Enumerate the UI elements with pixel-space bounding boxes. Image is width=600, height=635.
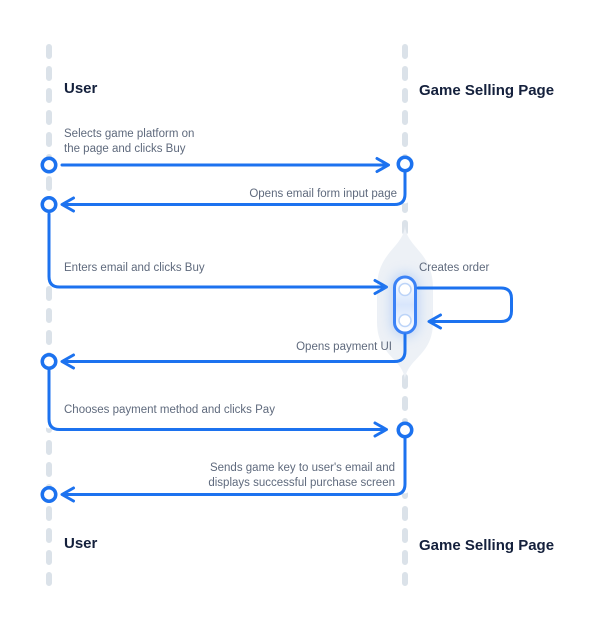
arrowhead-left-icon: [427, 313, 442, 330]
activation-node-bottom: [398, 313, 412, 328]
message-label-sends-game-key: Sends game key to user's email and displ…: [208, 462, 395, 489]
message-label-opens-payment-ui: Opens payment UI: [296, 341, 392, 353]
arrow-shaft: [416, 286, 513, 323]
arrow-shaft: [47, 368, 386, 431]
actor-label-user-top: User: [64, 80, 98, 97]
endpoint-node: [396, 155, 414, 173]
arrowhead-right-icon: [373, 279, 388, 295]
message-label-enters-email: Enters email and clicks Buy: [64, 262, 205, 274]
message-arrow-sends-game-key: [40, 437, 407, 503]
arrowhead-right-icon: [373, 421, 388, 438]
endpoint-node: [40, 196, 58, 213]
actor-label-page-top: Game Selling Page: [419, 82, 555, 99]
actor-label-user-bottom: User: [64, 535, 98, 552]
message-label-opens-email-form: Opens email form input page: [249, 188, 397, 200]
arrow-shaft: [64, 437, 407, 496]
arrowhead-right-icon: [375, 157, 390, 173]
arrow-shaft: [47, 212, 386, 289]
endpoint-node: [40, 156, 58, 174]
message-label-chooses-payment: Chooses payment method and clicks Pay: [64, 404, 275, 416]
arrowhead-left-icon: [60, 486, 75, 503]
endpoint-node: [40, 353, 58, 370]
message-arrow-creates-order: [416, 286, 513, 330]
message-label-creates-order: Creates order: [419, 262, 490, 274]
endpoint-node: [40, 486, 58, 503]
actor-label-page-bottom: Game Selling Page: [419, 537, 555, 554]
arrowhead-left-icon: [60, 353, 75, 370]
arrowhead-left-icon: [60, 196, 75, 213]
endpoint-node: [396, 421, 414, 439]
message-label-select-platform: Selects game platform on the page and cl…: [64, 128, 195, 155]
message-arrow-select-platform: [40, 155, 414, 174]
message-arrow-opens-email-form: [40, 171, 407, 213]
message-arrow-chooses-payment: [47, 368, 414, 439]
activation-node-top: [398, 282, 412, 297]
arrow-shaft: [64, 333, 407, 363]
message-arrow-enters-email: [47, 212, 388, 295]
message-arrow-opens-payment-ui: [40, 333, 407, 370]
arrow-shaft: [64, 171, 407, 206]
